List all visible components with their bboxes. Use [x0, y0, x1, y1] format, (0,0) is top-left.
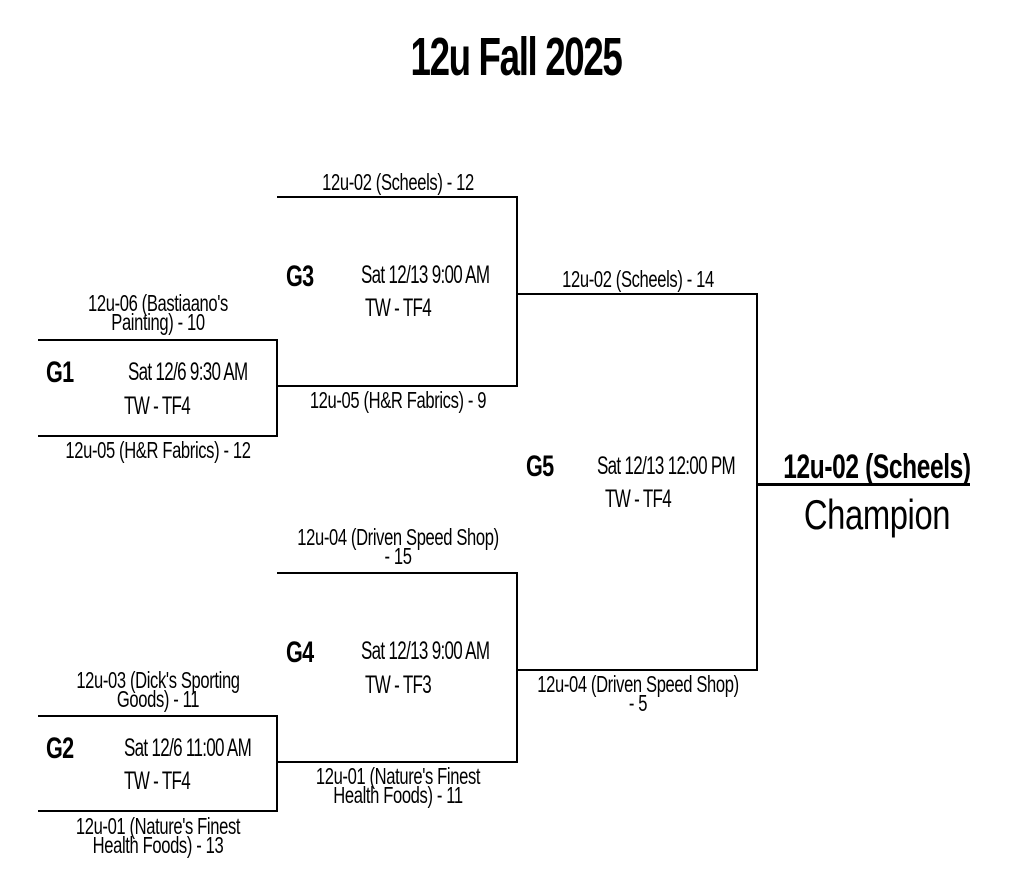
- g2-field: TW - TF4: [124, 767, 191, 795]
- g3-field: TW - TF4: [365, 294, 432, 322]
- bracket-title: 12u Fall 2025: [410, 27, 623, 87]
- g2-top-team: 12u-03 (Dick's Sporting Goods) - 11: [76, 667, 240, 712]
- g2-label: G2: [46, 732, 74, 765]
- g4-date: Sat 12/13 9:00 AM: [361, 637, 490, 665]
- g3-label: G3: [286, 260, 314, 293]
- g3-bottom-team: 12u-05 (H&R Fabrics) - 9: [309, 387, 487, 413]
- champion-team: 12u-02 (Scheels): [783, 448, 971, 486]
- g5-date: Sat 12/13 12:00 PM: [597, 452, 736, 480]
- champion-label: Champion: [803, 491, 951, 538]
- g5-field: TW - TF4: [605, 485, 672, 513]
- g1-date: Sat 12/6 9:30 AM: [128, 358, 248, 386]
- g5-bottom-team: 12u-04 (Driven Speed Shop) - 5: [537, 671, 739, 716]
- g4-field: TW - TF3: [365, 671, 432, 699]
- g1-field: TW - TF4: [124, 392, 191, 420]
- g1-bottom-team: 12u-05 (H&R Fabrics) - 12: [65, 437, 251, 463]
- g3-date: Sat 12/13 9:00 AM: [361, 261, 490, 289]
- g5-top-team: 12u-02 (Scheels) - 14: [562, 266, 714, 292]
- g2-bottom-team: 12u-01 (Nature's Finest Health Foods) - …: [75, 813, 241, 858]
- g4-bottom-team: 12u-01 (Nature's Finest Health Foods) - …: [315, 763, 481, 808]
- g4-label: G4: [286, 636, 314, 669]
- g3-top-team: 12u-02 (Scheels) - 12: [322, 169, 474, 195]
- g4-top-team: 12u-04 (Driven Speed Shop) - 15: [297, 524, 499, 569]
- g2-date: Sat 12/6 11:00 AM: [124, 734, 252, 762]
- g1-top-team: 12u-06 (Bastiaano's Painting) - 10: [88, 290, 228, 335]
- g5-label: G5: [526, 450, 554, 483]
- g1-label: G1: [46, 356, 74, 389]
